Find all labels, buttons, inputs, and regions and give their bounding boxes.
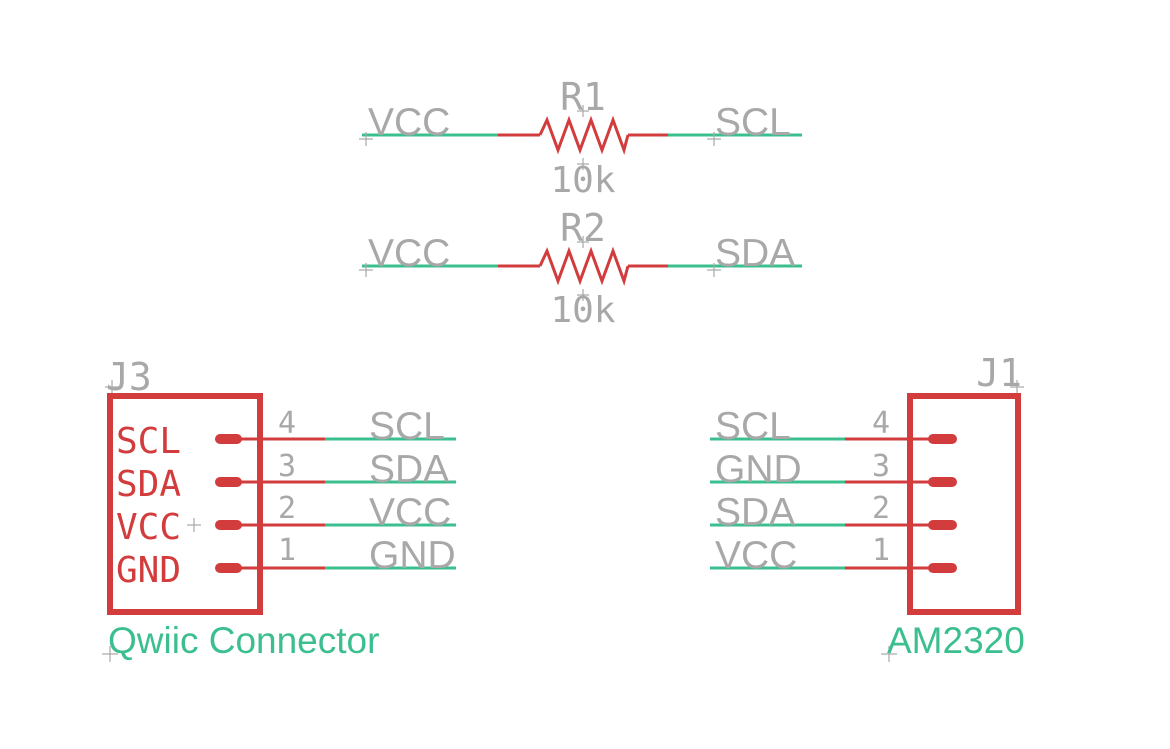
r2-value: 10k xyxy=(550,290,615,331)
j1-net-label-1: VCC xyxy=(715,534,797,577)
connector-j1[interactable]: J1 SCL 4 GND 3 SDA 2 xyxy=(710,351,1025,662)
j1-net-label-3: GND xyxy=(715,448,802,491)
r1-value: 10k xyxy=(550,160,615,201)
j1-pin-1[interactable]: VCC 1 xyxy=(710,533,957,577)
r1-left-net-label: VCC xyxy=(368,101,450,144)
j3-body xyxy=(107,393,263,615)
r2-zigzag xyxy=(538,246,630,286)
j3-part-name: Qwiic Connector xyxy=(108,620,379,661)
resistor-r1[interactable]: R1 10k VCC SCL xyxy=(359,75,802,201)
j3-net-label-3: SDA xyxy=(369,448,449,491)
r1-zigzag xyxy=(538,115,630,155)
r1-refdes: R1 xyxy=(560,75,606,119)
connector-j3[interactable]: J3 SCL 4 SCL SDA 3 SDA VCC xyxy=(102,355,456,662)
j3-pin-name-4: SCL xyxy=(116,421,181,462)
r2-left-net-label: VCC xyxy=(368,232,450,275)
j3-pin-2[interactable]: VCC 2 VCC xyxy=(116,491,456,548)
j1-pin-2[interactable]: SDA 2 xyxy=(710,491,957,534)
resistor-r2[interactable]: R2 10k VCC SDA xyxy=(359,206,802,331)
j3-refdes: J3 xyxy=(106,355,152,399)
j3-pin-num-1: 1 xyxy=(278,533,296,568)
j1-pin-num-2: 2 xyxy=(872,491,890,526)
j1-pin-4[interactable]: SCL 4 xyxy=(710,405,957,448)
j3-pin-name-3: SDA xyxy=(116,464,181,505)
r1-right-net-label: SCL xyxy=(715,101,791,144)
j3-net-label-2: VCC xyxy=(369,491,451,534)
j3-pin-3[interactable]: SDA 3 SDA xyxy=(116,448,456,505)
j3-pin-name-1: GND xyxy=(116,550,181,591)
j3-pin-num-4: 4 xyxy=(278,406,296,441)
j3-pin-num-3: 3 xyxy=(278,449,296,484)
j1-net-label-2: SDA xyxy=(715,491,795,534)
j1-pin-3[interactable]: GND 3 xyxy=(710,448,957,491)
j3-net-label-4: SCL xyxy=(369,405,445,448)
j1-net-label-4: SCL xyxy=(715,405,791,448)
j1-body xyxy=(907,393,1021,615)
j3-pin-num-2: 2 xyxy=(278,491,296,526)
j1-pin-num-3: 3 xyxy=(872,449,890,484)
j1-part-name: AM2320 xyxy=(887,620,1025,661)
j3-pin-name-2: VCC xyxy=(116,507,181,548)
r2-refdes: R2 xyxy=(560,206,606,250)
j3-pin-4[interactable]: SCL 4 SCL xyxy=(116,405,456,462)
j1-pin-num-1: 1 xyxy=(872,533,890,568)
j3-pin-1[interactable]: GND 1 GND xyxy=(116,533,456,591)
j1-pin-num-4: 4 xyxy=(872,406,890,441)
j1-refdes: J1 xyxy=(976,351,1022,395)
r2-right-net-label: SDA xyxy=(715,232,795,275)
j3-net-label-1: GND xyxy=(369,534,456,577)
